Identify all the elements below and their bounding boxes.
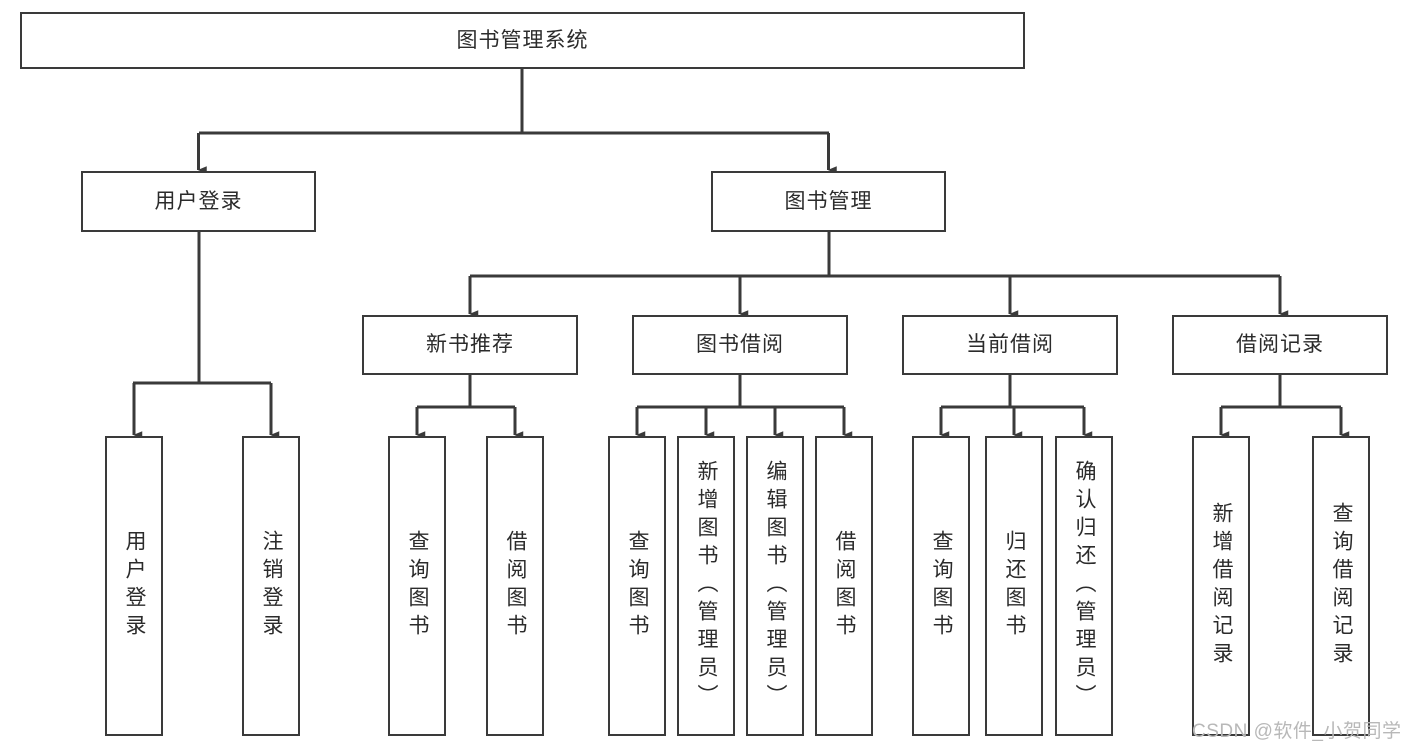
node-new-book-recommend-label: 新书推荐 [426, 333, 514, 357]
node-user-login-label: 用户登录 [154, 189, 243, 213]
node-book-borrow[interactable]: 图书借阅 [632, 315, 848, 375]
leaf-return-book-label: 归还图书 [1003, 530, 1027, 642]
node-book-borrow-label: 图书借阅 [696, 333, 784, 357]
node-new-book-recommend[interactable]: 新书推荐 [362, 315, 578, 375]
leaf-return-book[interactable]: 归还图书 [985, 436, 1043, 736]
leaf-confirm-return-admin[interactable]: 确认归还（管理员） [1055, 436, 1113, 736]
leaf-borrow-book-recommend[interactable]: 借阅图书 [486, 436, 544, 736]
leaf-query-borrow-record[interactable]: 查询借阅记录 [1312, 436, 1370, 736]
node-root[interactable]: 图书管理系统 [20, 12, 1025, 69]
leaf-borrow-book[interactable]: 借阅图书 [815, 436, 873, 736]
node-current-borrow-label: 当前借阅 [966, 333, 1054, 357]
leaf-add-book-admin[interactable]: 新增图书（管理员） [677, 436, 735, 736]
leaf-borrow-book-recommend-label: 借阅图书 [504, 530, 528, 642]
node-book-management-label: 图书管理 [784, 189, 873, 213]
leaf-query-book-recommend[interactable]: 查询图书 [388, 436, 446, 736]
leaf-edit-book-admin[interactable]: 编辑图书（管理员） [746, 436, 804, 736]
leaf-edit-book-admin-label: 编辑图书（管理员） [764, 460, 788, 712]
node-borrow-record-label: 借阅记录 [1236, 333, 1324, 357]
leaf-query-book-current-label: 查询图书 [930, 530, 954, 642]
leaf-query-borrow-record-label: 查询借阅记录 [1330, 502, 1354, 670]
node-root-label: 图书管理系统 [456, 28, 589, 52]
leaf-add-borrow-record[interactable]: 新增借阅记录 [1192, 436, 1250, 736]
leaf-confirm-return-admin-label: 确认归还（管理员） [1073, 460, 1097, 712]
leaf-logout-login-label: 注销登录 [260, 530, 284, 642]
connector-lines [132, 69, 1350, 439]
leaf-user-login-label: 用户登录 [123, 530, 147, 642]
leaf-borrow-book-label: 借阅图书 [833, 530, 857, 642]
leaf-user-login[interactable]: 用户登录 [105, 436, 163, 736]
node-user-login[interactable]: 用户登录 [81, 171, 316, 232]
leaf-query-book-current[interactable]: 查询图书 [912, 436, 970, 736]
leaf-logout-login[interactable]: 注销登录 [242, 436, 300, 736]
leaf-add-book-admin-label: 新增图书（管理员） [695, 460, 719, 712]
leaf-add-borrow-record-label: 新增借阅记录 [1210, 502, 1234, 670]
csdn-watermark: CSDN @软件_小贺同学 [1192, 721, 1402, 742]
leaf-query-book-borrow-label: 查询图书 [626, 530, 650, 642]
node-borrow-record[interactable]: 借阅记录 [1172, 315, 1388, 375]
node-book-management[interactable]: 图书管理 [711, 171, 946, 232]
leaf-query-book-recommend-label: 查询图书 [406, 530, 430, 642]
leaf-query-book-borrow[interactable]: 查询图书 [608, 436, 666, 736]
node-current-borrow[interactable]: 当前借阅 [902, 315, 1118, 375]
